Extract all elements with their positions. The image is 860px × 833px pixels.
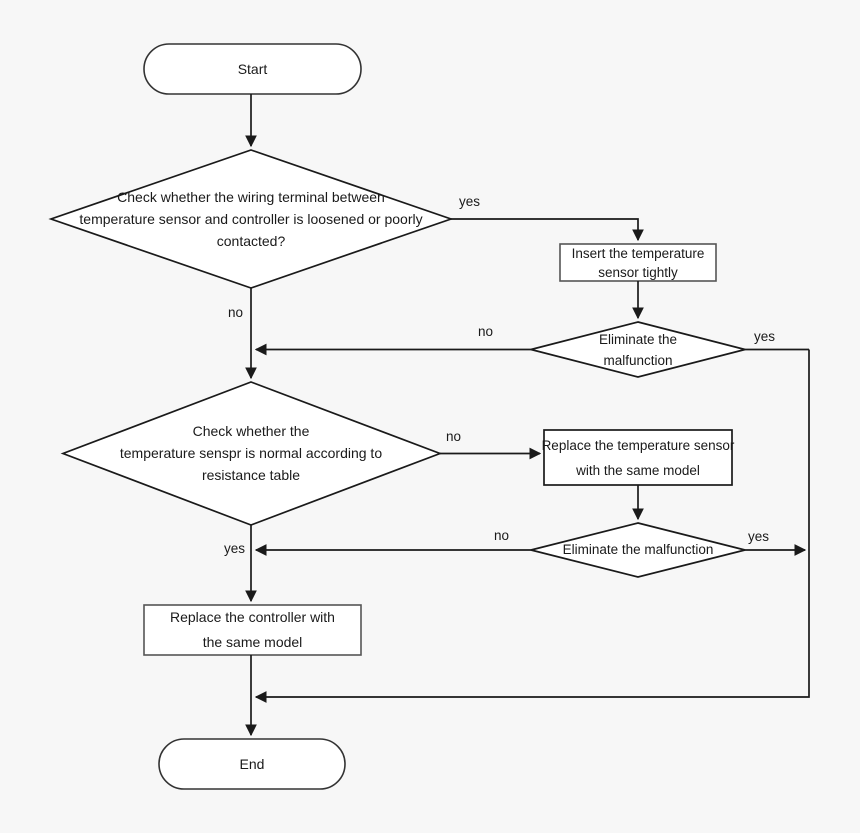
edge-label-resistance-no: no [446,429,462,444]
node-eliminate-1[interactable] [531,322,745,377]
node-replace-controller-shape [143,604,362,656]
edge-label-eliminate1-no: no [478,324,494,339]
edge-label-wiring-yes: yes [459,194,481,209]
node-replace-sensor[interactable] [544,430,732,485]
edge-label-eliminate1-yes: yes [754,329,776,344]
node-decision-wiring[interactable] [51,150,451,288]
node-insert-sensor[interactable] [560,244,716,281]
node-decision-resistance[interactable] [63,382,440,525]
edge-label-eliminate2-no: no [494,528,510,543]
node-end-shape [158,738,346,790]
node-replace-controller[interactable] [144,605,361,655]
edge-label-wiring-no: no [228,305,244,320]
edge-wiring-yes-to-insert [451,218,644,242]
node-start-shape [143,43,362,95]
node-start[interactable] [144,44,361,94]
edge-return-path [254,349,810,703]
node-eliminate-1-shape [530,321,746,378]
edge-label-eliminate2-yes: yes [748,529,770,544]
edge-label-resistance-yes: yes [224,541,246,556]
node-end[interactable] [159,739,345,789]
node-eliminate-2-shape [530,522,746,578]
node-replace-sensor-shape [543,429,733,486]
node-eliminate-2[interactable] [531,523,745,577]
